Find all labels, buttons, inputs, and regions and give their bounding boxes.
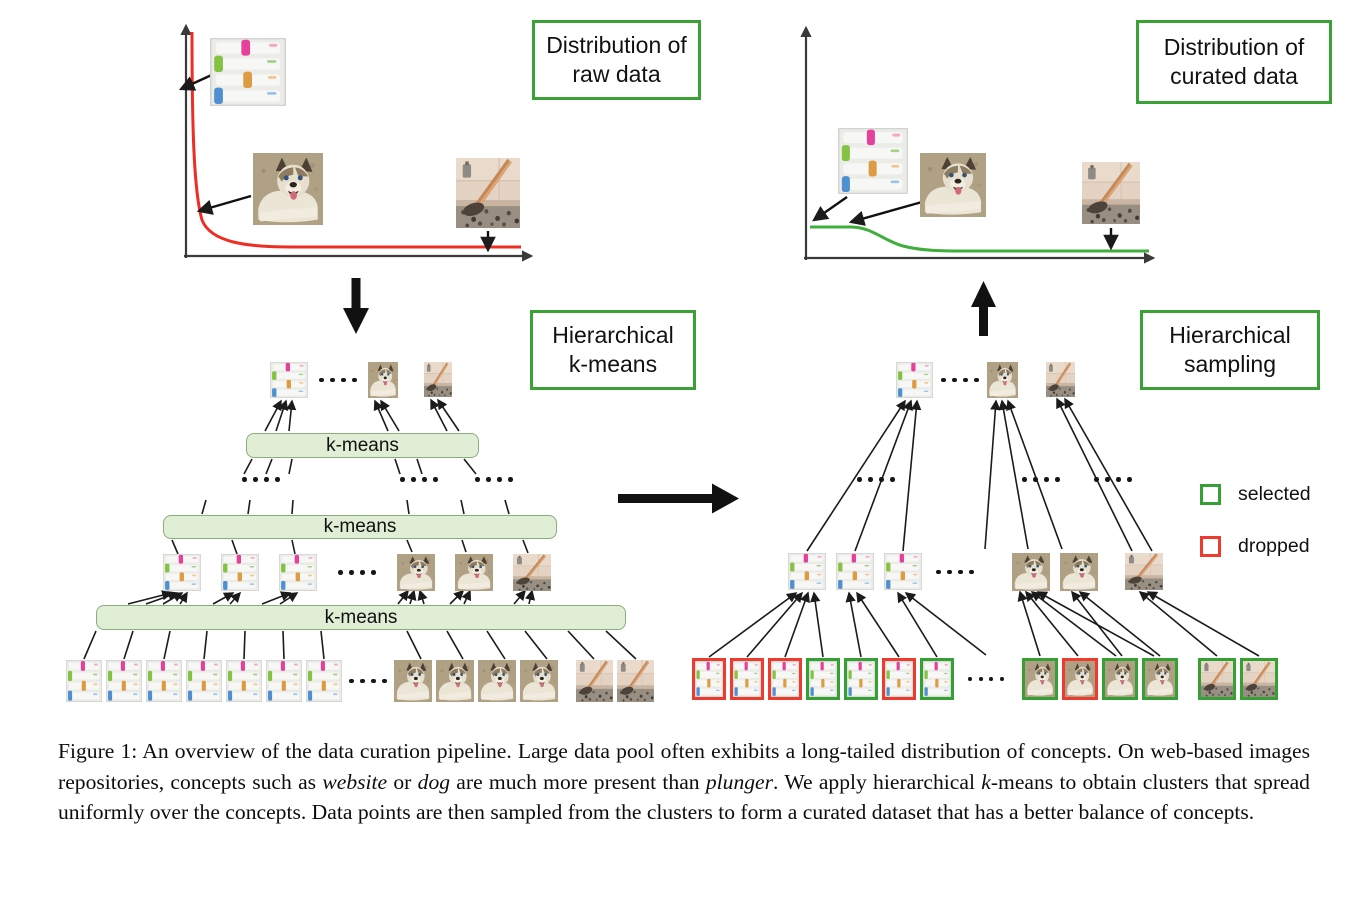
website-thumbnail (163, 554, 201, 591)
right-tree-connectors (708, 397, 1260, 658)
website-thumbnail (882, 658, 916, 700)
down-arrow (343, 278, 369, 334)
website-thumbnail (884, 553, 922, 590)
selected-swatch-icon (1200, 484, 1221, 505)
left-tree-bottom-row (66, 660, 654, 702)
dog-thumbnail (253, 153, 323, 225)
hierarchical-sampling-label: Hierarchical sampling (1140, 310, 1320, 390)
hierarchical-kmeans-label: Hierarchical k-means (530, 310, 696, 390)
website-thumbnail (806, 658, 840, 700)
dog-thumbnail (1062, 658, 1098, 700)
dog-thumbnail (1022, 658, 1058, 700)
ellipsis-dots (318, 377, 358, 383)
ellipsis-dots (855, 477, 897, 482)
ellipsis-dots (473, 477, 515, 482)
dropped-swatch-icon (1200, 536, 1221, 557)
ellipsis-dots (346, 678, 390, 684)
legend-dropped-label: dropped (1238, 535, 1310, 557)
dog-thumbnail (520, 660, 558, 702)
dog-thumbnail (478, 660, 516, 702)
website-thumbnail (266, 660, 302, 702)
legend-selected: selected (1200, 483, 1311, 506)
ellipsis-dots (935, 569, 975, 575)
right-tree-middle-row (788, 553, 1163, 591)
ellipsis-dots (337, 570, 377, 575)
ellipsis-dots (968, 676, 1004, 682)
right-arrow (618, 483, 739, 514)
ellipsis-dots (941, 377, 979, 383)
website-thumbnail (279, 554, 317, 591)
raw-distribution-label: Distribution of raw data (532, 20, 701, 100)
left-tree-middle-row (163, 554, 551, 591)
website-thumbnail (306, 660, 342, 702)
website-thumbnail (838, 128, 908, 194)
plunger-thumbnail (617, 660, 654, 702)
figure-caption: Figure 1: An overview of the data curati… (58, 739, 1310, 825)
website-thumbnail (844, 658, 878, 700)
curated-distribution-label: Distribution of curated data (1136, 20, 1332, 104)
curated-flat-curve (810, 225, 1149, 253)
dog-thumbnail (1012, 553, 1050, 591)
website-thumbnail (768, 658, 802, 700)
website-thumbnail (836, 553, 874, 590)
dog-thumbnail (397, 554, 435, 591)
ellipsis-dots (240, 477, 282, 482)
right-tree-bottom-row (692, 658, 1278, 700)
plunger-thumbnail (1198, 658, 1236, 700)
ellipsis-dots (398, 477, 440, 482)
dog-thumbnail (368, 362, 398, 398)
plunger-thumbnail (424, 362, 452, 397)
kmeans-bar-1: k-means (246, 433, 479, 458)
ellipsis-dots (1092, 477, 1134, 482)
up-arrow (971, 281, 996, 336)
right-tree-top-row (896, 362, 1075, 398)
website-thumbnail (210, 38, 286, 106)
website-thumbnail (788, 553, 826, 590)
legend-selected-label: selected (1238, 483, 1311, 505)
plunger-thumbnail (576, 660, 613, 702)
kmeans-bar-2: k-means (163, 515, 557, 539)
kmeans-bar-3: k-means (96, 605, 626, 630)
website-thumbnail (186, 660, 222, 702)
website-thumbnail (226, 660, 262, 702)
plunger-thumbnail (1046, 362, 1075, 397)
website-thumbnail (270, 362, 308, 398)
plunger-thumbnail (456, 158, 520, 228)
website-thumbnail (221, 554, 259, 591)
website-thumbnail (106, 660, 142, 702)
dog-thumbnail (1142, 658, 1178, 700)
dog-thumbnail (920, 153, 986, 217)
dog-thumbnail (394, 660, 432, 702)
plunger-thumbnail (1125, 553, 1163, 590)
website-thumbnail (896, 362, 933, 398)
website-thumbnail (146, 660, 182, 702)
ellipsis-dots (1020, 477, 1062, 482)
plunger-thumbnail (1240, 658, 1278, 700)
left-tree-top-row (270, 362, 452, 398)
plunger-thumbnail (1082, 162, 1140, 224)
dog-thumbnail (1102, 658, 1138, 700)
legend-dropped: dropped (1200, 535, 1310, 558)
website-thumbnail (920, 658, 954, 700)
dog-thumbnail (455, 554, 493, 591)
dog-thumbnail (1060, 553, 1098, 591)
website-thumbnail (730, 658, 764, 700)
plunger-thumbnail (513, 554, 551, 591)
dog-thumbnail (987, 362, 1018, 398)
website-thumbnail (692, 658, 726, 700)
website-thumbnail (66, 660, 102, 702)
dog-thumbnail (436, 660, 474, 702)
